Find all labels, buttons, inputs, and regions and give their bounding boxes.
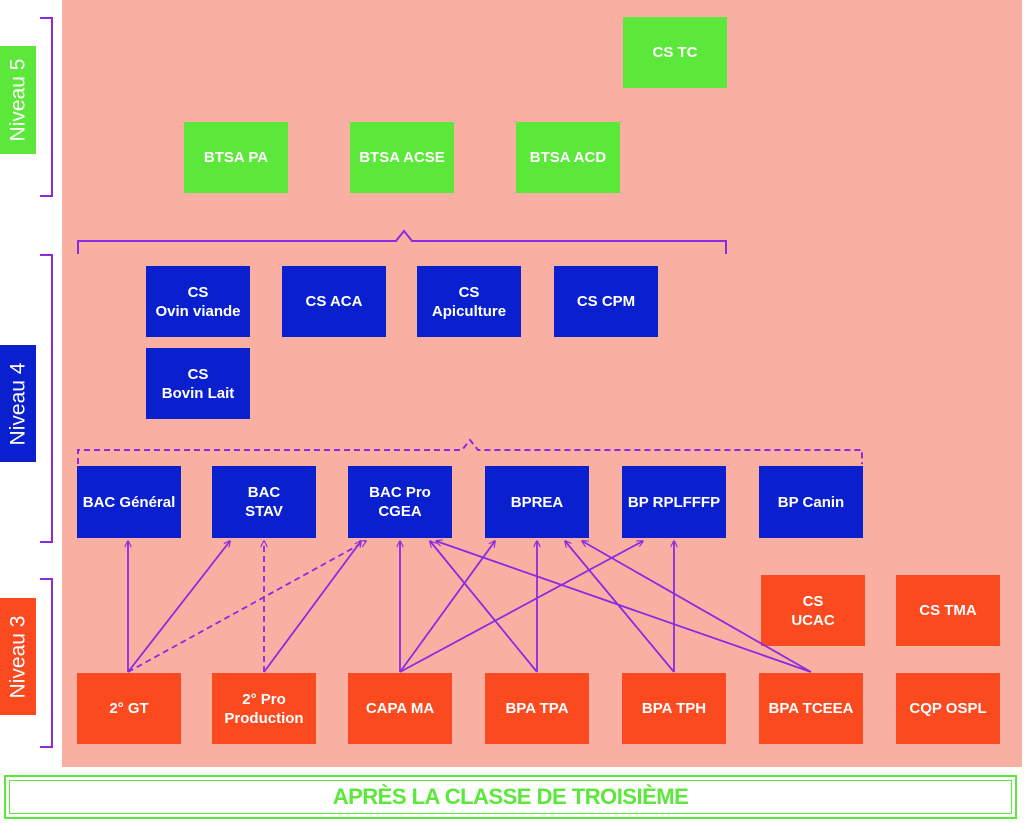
box-btsa-acse: BTSA ACSE	[350, 122, 454, 193]
box-2-pro-line1: 2° Pro	[242, 690, 286, 708]
box-bac-pro-line1: BAC Pro	[369, 484, 431, 501]
level-5-text: Niveau 5	[6, 58, 30, 142]
box-cs-tma: CS TMA	[896, 575, 1000, 646]
box-bp-rplfffp: BP RPLFFFP	[622, 466, 726, 538]
footer-inner-border	[9, 780, 1012, 814]
level-3-text: Niveau 3	[6, 615, 30, 698]
box-2-gt: 2° GT	[77, 673, 181, 744]
footer-title: APRÈS LA CLASSE DE TROISIÈME	[332, 784, 689, 809]
box-bac-general: BAC Général	[77, 466, 181, 538]
level-4-text: Niveau 4	[6, 362, 30, 445]
level-4-label: Niveau 4	[0, 345, 36, 462]
box-bpa-tph: BPA TPH	[622, 673, 726, 744]
box-cs-aca: CS ACA	[282, 266, 386, 337]
box-2-gt-label: 2° GT	[109, 700, 149, 717]
box-bprea: BPREA	[485, 466, 589, 538]
level-4-bracket	[40, 254, 53, 543]
box-cs-tc-label: CS TC	[652, 44, 698, 61]
box-bp-rplfffp-label: BP RPLFFFP	[627, 493, 721, 511]
box-cs-apiculture-line2: Apiculture	[431, 302, 507, 320]
box-btsa-acd: BTSA ACD	[516, 122, 620, 193]
box-bac-general-label: BAC Général	[82, 493, 176, 511]
box-bac-pro-line2: CGEA	[378, 503, 422, 520]
box-cs-bovin-line1: CS	[187, 365, 209, 383]
box-btsa-acse-label: BTSA ACSE	[359, 149, 445, 166]
box-cs-bovin-line2: Bovin Lait	[161, 384, 235, 402]
box-bpa-tpa-label: BPA TPA	[505, 700, 569, 717]
footer-banner: APRÈS LA CLASSE DE TROISIÈME	[4, 775, 1017, 819]
box-bp-canin: BP Canin	[759, 466, 863, 538]
level-5-label: Niveau 5	[0, 46, 36, 154]
box-cs-ucac-line1: CS	[802, 592, 824, 610]
box-bprea-label: BPREA	[510, 493, 564, 511]
box-cs-ucac-line2: UCAC	[791, 611, 835, 629]
box-bac-stav: BAC STAV	[212, 466, 316, 538]
box-bac-stav-line1: BAC	[247, 484, 281, 501]
box-cs-apiculture-line1: CS	[458, 283, 480, 301]
box-cs-cpm: CS CPM	[554, 266, 658, 337]
level-3-bracket	[40, 578, 53, 748]
box-capa-ma-label: CAPA MA	[365, 700, 435, 717]
box-capa-ma: CAPA MA	[348, 673, 452, 744]
box-bp-canin-label: BP Canin	[777, 493, 845, 511]
box-cqp-ospl-label: CQP OSPL	[909, 700, 987, 717]
box-cs-ovin-line1: CS	[187, 283, 209, 301]
level-3-label: Niveau 3	[0, 598, 36, 715]
box-cs-tma-label: CS TMA	[919, 602, 977, 619]
box-bpa-tceea-label: BPA TCEEA	[768, 700, 854, 717]
box-bpa-tph-label: BPA TPH	[641, 700, 707, 717]
box-cs-aca-label: CS ACA	[305, 293, 363, 310]
box-bpa-tceea: BPA TCEEA	[759, 673, 863, 744]
box-cqp-ospl: CQP OSPL	[896, 673, 1000, 744]
box-bac-stav-line2: STAV	[245, 503, 283, 520]
box-btsa-pa: BTSA PA	[184, 122, 288, 193]
box-cs-tc: CS TC	[623, 17, 727, 88]
box-cs-ovin-line2: Ovin viande	[155, 302, 241, 320]
box-btsa-acd-label: BTSA ACD	[529, 149, 607, 166]
box-cs-cpm-label: CS CPM	[576, 293, 636, 310]
box-2-pro-line2: Production	[224, 709, 304, 727]
box-bpa-tpa: BPA TPA	[485, 673, 589, 744]
level-5-bracket	[40, 17, 53, 197]
box-btsa-pa-label: BTSA PA	[203, 149, 269, 166]
